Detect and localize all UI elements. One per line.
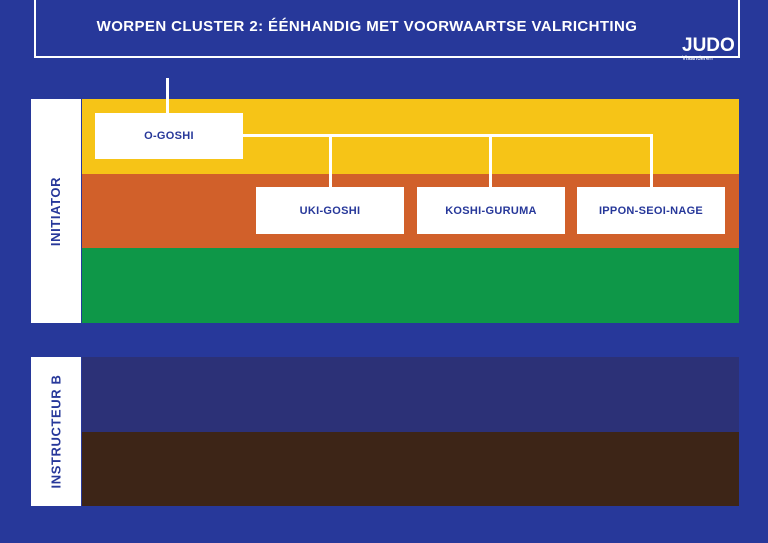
title-frame <box>34 0 740 58</box>
section-label-text: INITIATOR <box>48 176 64 246</box>
logo-subtext: Vlaanderen <box>682 56 713 62</box>
band-green <box>82 248 739 323</box>
band-brown <box>82 432 739 506</box>
connector-horizontal <box>242 134 653 137</box>
technique-box-child: UKI-GOSHI <box>256 187 404 234</box>
connector-root-up <box>166 78 169 113</box>
section-label-instructeur-b: INSTRUCTEUR B <box>31 357 81 506</box>
connector-ippon-seoi-nage <box>650 134 653 187</box>
section-label-initiator: INITIATOR <box>31 99 81 323</box>
connector-uki-goshi <box>329 134 332 187</box>
band-navy <box>82 357 739 432</box>
connector-koshi-guruma <box>489 134 492 187</box>
page-title: WORPEN CLUSTER 2: ÉÉNHANDIG MET VOORWAAR… <box>96 18 638 35</box>
section-label-text: INSTRUCTEUR B <box>48 374 64 489</box>
technique-box-root: O-GOSHI <box>95 113 243 159</box>
judo-vlaanderen-logo: JUDO Vlaanderen <box>682 36 742 72</box>
logo-text: JUDO <box>682 35 735 56</box>
technique-box-child: KOSHI-GURUMA <box>417 187 565 234</box>
technique-box-child: IPPON-SEOI-NAGE <box>577 187 725 234</box>
